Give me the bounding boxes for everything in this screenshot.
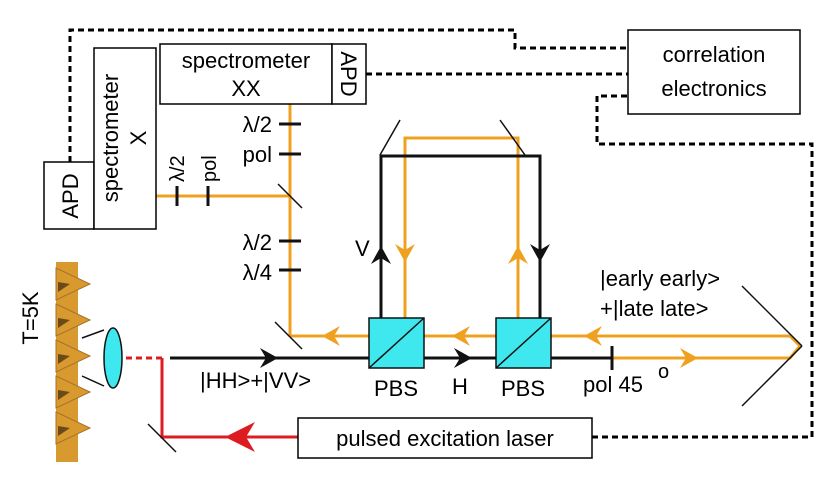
arrow-v-up <box>371 246 391 264</box>
label-pbs-right: PBS <box>501 376 545 401</box>
spectrometer-xx-name: XX <box>231 76 261 101</box>
arrow-main-black-2 <box>454 348 472 368</box>
pulsed-laser-label: pulsed excitation laser <box>336 426 554 451</box>
spectrometer-x-name: X <box>126 130 151 145</box>
apd-left-label: APD <box>58 173 83 218</box>
arrow-return-orange-2 <box>452 326 470 346</box>
mirrors <box>147 119 803 453</box>
sample-pyramids <box>55 262 92 462</box>
label-v: V <box>355 236 370 261</box>
correlation-electronics-box: correlation electronics <box>627 29 801 115</box>
label-pol-top: pol <box>243 142 272 167</box>
arrow-right-orange-up <box>508 246 528 264</box>
apd-top-label: APD <box>336 51 361 96</box>
mirror-top-right <box>499 119 526 156</box>
mirror-branch <box>277 183 303 209</box>
dashed-cables <box>68 28 814 439</box>
pbs-left <box>368 317 425 369</box>
label-h: H <box>452 374 468 399</box>
mirror-bottom-corner <box>274 321 303 350</box>
objective-lens <box>103 327 123 389</box>
arrow-return-orange-1 <box>322 326 340 346</box>
spectrometer-x-label: spectrometer <box>98 74 123 202</box>
label-late-late: +|late late> <box>600 296 708 321</box>
apd-left-box: APD <box>43 161 95 230</box>
label-lambda2-top: λ/2 <box>243 112 272 137</box>
apd-top-box: APD <box>331 43 367 105</box>
correlation-label-line1: correlation <box>663 42 766 67</box>
label-pbs-left: PBS <box>374 376 418 401</box>
mirror-top-left <box>379 119 401 156</box>
arrow-right-black-down <box>530 244 550 262</box>
cable-laser <box>592 94 814 439</box>
label-hh-vv-state: |HH>+|VV> <box>200 368 311 393</box>
beam-arrows <box>260 244 698 368</box>
label-early-early: |early early> <box>600 266 720 291</box>
label-lambda2-rotated: λ/2 <box>167 155 189 182</box>
cable-apd-left <box>68 28 628 162</box>
arrow-left-orange-down <box>395 244 415 262</box>
spectrometer-x-box: spectrometer X <box>93 47 157 230</box>
pulsed-laser-box: pulsed excitation laser <box>297 417 593 459</box>
mirror-laser <box>147 423 177 453</box>
correlation-label-line2: electronics <box>661 76 766 101</box>
spectrometer-xx-label: spectrometer <box>182 48 310 73</box>
waveplates <box>175 122 614 370</box>
retro-mirror-lower <box>741 345 803 407</box>
spectrometer-xx-box: spectrometer XX <box>159 43 333 105</box>
arrow-main-black-1 <box>260 348 278 368</box>
arrow-out-orange <box>680 348 698 368</box>
lens-collection-cone <box>81 329 105 387</box>
label-temperature: T=5K <box>18 291 43 345</box>
orange-beam-return <box>290 334 803 360</box>
orange-beam-interferometer <box>403 136 520 336</box>
label-pol-rotated: pol <box>199 155 221 182</box>
pbs-right <box>495 317 552 369</box>
label-pol45: pol 45 <box>583 372 643 397</box>
label-pol45-degree: o <box>658 361 669 383</box>
label-lambda2-mid: λ/2 <box>243 230 272 255</box>
retro-mirror-upper <box>741 285 803 347</box>
arrow-return-orange-3 <box>584 326 602 346</box>
label-lambda4-mid: λ/4 <box>243 260 272 285</box>
